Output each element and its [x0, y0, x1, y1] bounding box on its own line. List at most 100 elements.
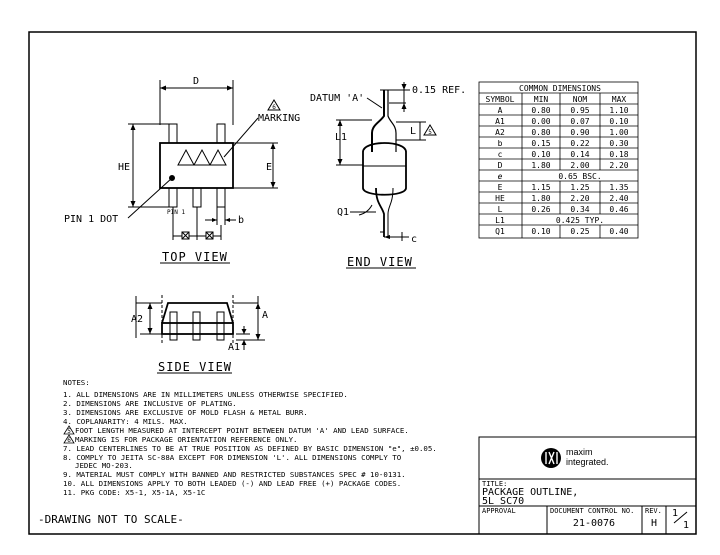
table-value-cell: 2.20 — [570, 194, 589, 203]
table-value-cell: 0.34 — [570, 205, 589, 214]
end-view-dim-q1: Q1 — [337, 207, 349, 218]
table-value-cell: 0.22 — [570, 139, 589, 148]
note-line: 4. COPLANARITY: 4 MILS. MAX. — [63, 417, 188, 426]
table-value-cell: 0.15 — [531, 139, 550, 148]
table-value-cell: 0.10 — [531, 150, 550, 159]
top-view-pin1-dot: PIN 1 DOT — [64, 214, 118, 225]
table-value-cell: 0.95 — [570, 106, 589, 115]
end-view-datum: DATUM 'A' — [310, 93, 364, 104]
top-view-dim-d: D — [193, 76, 199, 87]
table-value-cell: 0.90 — [570, 128, 589, 137]
table-value-cell: 0.26 — [531, 205, 550, 214]
end-view-dim-l: L — [410, 126, 416, 137]
title-block — [478, 436, 697, 535]
top-view-dim-b: b — [238, 215, 244, 226]
table-symbol-cell: b — [498, 139, 503, 148]
table-value-cell: 1.00 — [609, 128, 628, 137]
end-view-title: END VIEW — [347, 255, 413, 269]
rev: H — [651, 518, 657, 529]
side-view-dim-a2: A2 — [131, 314, 143, 325]
table-value-cell: 0.00 — [531, 117, 550, 126]
maxim-logo-icon — [541, 448, 561, 468]
brand-line2: integrated. — [566, 457, 609, 467]
table-symbol-cell: L1 — [495, 216, 505, 225]
table-value-cell: 1.80 — [531, 194, 550, 203]
top-view-dim-e: E — [266, 162, 272, 173]
note-line: 1. ALL DIMENSIONS ARE IN MILLIMETERS UNL… — [63, 390, 348, 399]
approval-label: APPROVAL — [482, 507, 516, 515]
table-title: COMMON DIMENSIONS — [519, 84, 601, 93]
top-view-dim-he: HE — [118, 162, 130, 173]
note-line: JEDEC MO-203. — [75, 461, 133, 470]
table-value-cell: 0.25 — [570, 227, 589, 236]
table-value-cell: 1.10 — [609, 106, 628, 115]
side-view-title: SIDE VIEW — [158, 360, 232, 374]
note-flags — [63, 425, 75, 444]
table-value-cell: 0.80 — [531, 106, 550, 115]
table-symbol-cell: c — [498, 150, 503, 159]
title-line1: PACKAGE OUTLINE, — [482, 487, 578, 498]
footer-note: -DRAWING NOT TO SCALE- — [38, 513, 184, 526]
table-value-cell: 1.35 — [609, 183, 628, 192]
title-line2: 5L SC70 — [482, 496, 524, 507]
table-value-cell: 2.40 — [609, 194, 628, 203]
table-value-cell: 0.18 — [609, 150, 628, 159]
sheet-border — [28, 31, 697, 535]
top-view-marking: MARKING — [258, 113, 300, 124]
note-line: 2. DIMENSIONS ARE INCLUSIVE OF PLATING. — [63, 399, 237, 408]
top-view-title: TOP VIEW — [162, 250, 228, 264]
table-value-cell: 0.40 — [609, 227, 628, 236]
table-symbol-cell: A — [498, 106, 503, 115]
table-value-cell: 0.30 — [609, 139, 628, 148]
note-line: 3. DIMENSIONS ARE EXCLUSIVE OF MOLD FLAS… — [63, 408, 308, 417]
side-view-dim-a1: A1 — [228, 342, 240, 353]
sheet-den: 1 — [683, 520, 689, 531]
table-symbol-cell: HE — [495, 194, 505, 203]
table-value-cell: 0.425 TYP. — [556, 216, 604, 225]
note-line: 10. ALL DIMENSIONS APPLY TO BOTH LEADED … — [63, 479, 401, 488]
table-header: SYMBOL — [486, 95, 515, 104]
note-line: 11. PKG CODE: X5-1, X5-1A, X5-1C — [63, 488, 205, 497]
rev-label: REV. — [645, 507, 662, 515]
table-value-cell: 1.25 — [570, 183, 589, 192]
side-view-dim-a: A — [262, 310, 268, 321]
table-value-cell: 1.15 — [531, 183, 550, 192]
end-view-ref: 0.15 REF. — [412, 85, 466, 96]
top-view-marking-ref: 6 — [272, 104, 276, 111]
sheet-num: 1 — [672, 508, 678, 519]
note-flag-5: 5 — [67, 428, 71, 435]
table-value-cell: 2.20 — [609, 161, 628, 170]
end-view-foot-ref: 5 — [428, 129, 432, 136]
note-line: MARKING IS FOR PACKAGE ORIENTATION REFER… — [75, 435, 297, 444]
table-symbol-cell: Q1 — [495, 227, 505, 236]
table-symbol-cell: A2 — [495, 128, 505, 137]
table-header: MIN — [534, 95, 549, 104]
table-symbol-cell: A1 — [495, 117, 505, 126]
table-header: MAX — [612, 95, 627, 104]
top-view-pin1-small: PIN 1 — [167, 209, 185, 216]
table-value-cell: 0.14 — [570, 150, 589, 159]
note-line: 8. COMPLY TO JEITA SC-88A EXCEPT FOR DIM… — [63, 453, 402, 462]
title-label: TITLE: — [482, 480, 507, 488]
end-view-dim-l1: L1 — [335, 132, 347, 143]
end-view-dim-c: c — [411, 234, 417, 245]
note-line: 7. LEAD CENTERLINES TO BE AT TRUE POSITI… — [63, 444, 437, 453]
top-view — [127, 80, 281, 264]
table-value-cell: 0.07 — [570, 117, 589, 126]
table-value-cell: 1.80 — [531, 161, 550, 170]
table-symbol-cell: L — [498, 205, 503, 214]
notes: NOTES: 1. ALL DIMENSIONS ARE IN MILLIMET… — [63, 378, 437, 497]
table-value-cell: 0.80 — [531, 128, 550, 137]
brand-line1: maxim — [566, 447, 593, 457]
table-value-cell: 0.10 — [531, 227, 550, 236]
end-view — [336, 82, 437, 269]
doc-no: 21-0076 — [573, 518, 615, 529]
table-symbol-cell: E — [498, 183, 503, 192]
note-flag-6: 6 — [67, 437, 71, 444]
table-value-cell: 0.65 BSC. — [558, 172, 601, 181]
table-value-cell: 0.46 — [609, 205, 628, 214]
dimensions-table — [478, 81, 639, 239]
table-value-cell: 2.00 — [570, 161, 589, 170]
